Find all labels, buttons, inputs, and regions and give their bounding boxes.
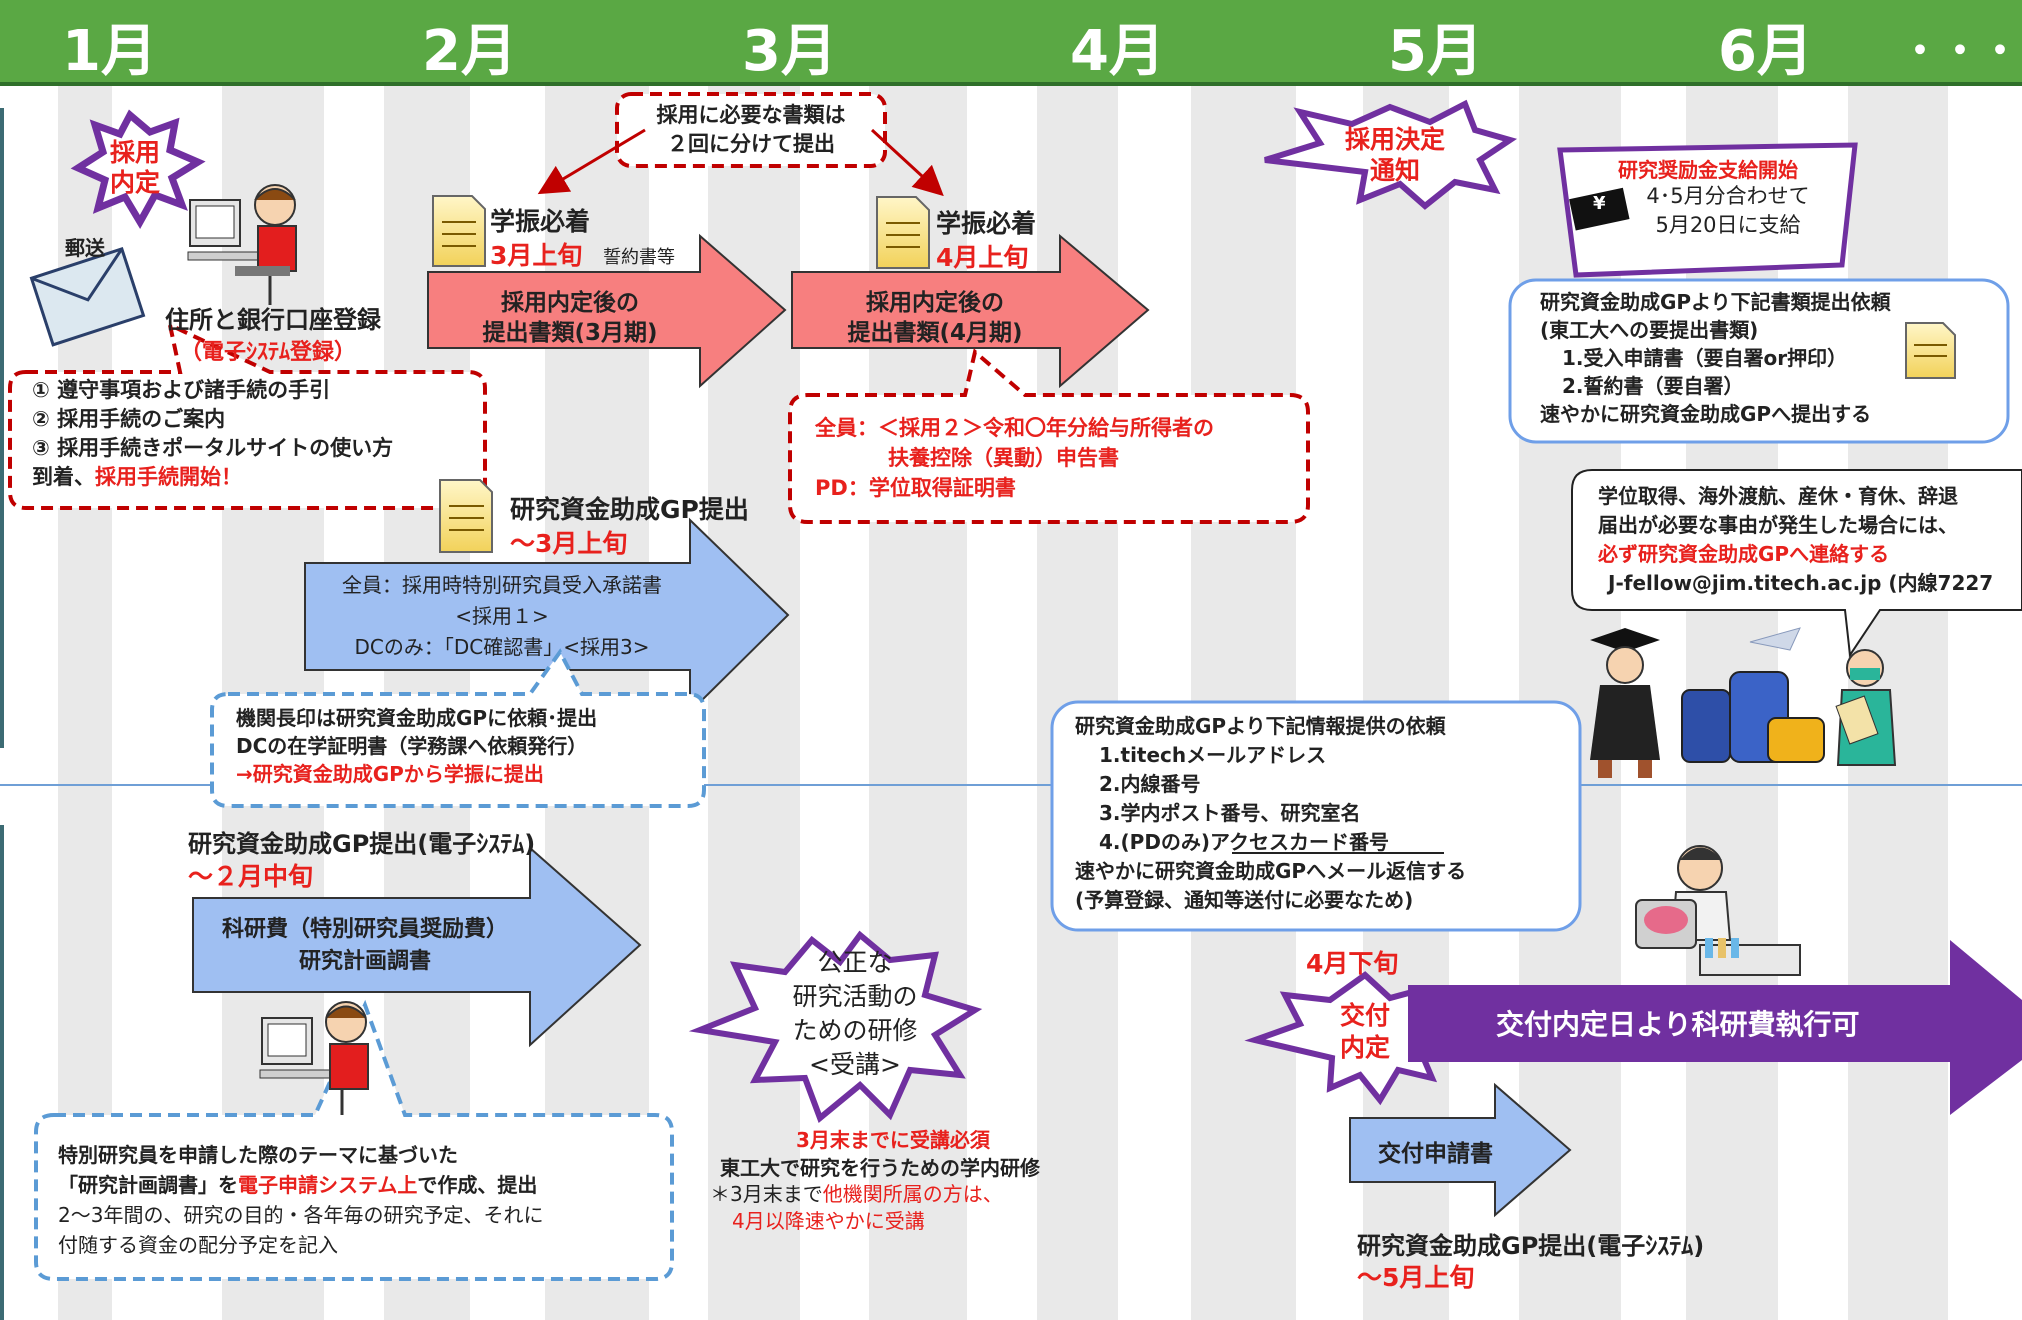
training-required: 3月末までに受講必須 [796, 1128, 990, 1152]
march-docs-arrow [427, 233, 787, 389]
luggage-icon [1681, 627, 1825, 763]
doc-icon-april [876, 196, 930, 269]
april-docs-arrow [791, 233, 1150, 389]
kaken-submit-date: ～２月中旬 [188, 862, 314, 891]
kensyu-burst [688, 930, 983, 1123]
month-label-feb: 2月 [422, 19, 517, 84]
saiyo-kettei-burst [1264, 99, 1518, 210]
plan-text: 特別研究員を申請した際のテーマに基づいた 「研究計画調書」を電子申請システム上で… [58, 1143, 544, 1257]
kaken-label: 科研費（特別研究員奨励費）研究計画調書 [221, 917, 508, 974]
gp-submit-arrow [304, 517, 790, 715]
kofu-execute-label: 交付内定日より科研費執行可 [1496, 1008, 1860, 1041]
stipend-banner [1557, 142, 1858, 278]
researcher-icon [1635, 845, 1801, 976]
kaken-arrow [192, 845, 642, 1048]
month-label-may: 5月 [1388, 19, 1483, 84]
docs-request-text: 研究資金助成GPより下記書類提出依頼 (東工大への要提出書類) 1.受入申請書（… [1540, 290, 1891, 426]
register-title: 住所と銀行口座登録 [165, 306, 381, 334]
april-docs-label: 採用内定後の提出書類(4月期) [847, 290, 1023, 346]
doc-icon-gp [439, 479, 493, 553]
kofu-execute-arrow [1408, 940, 2022, 1115]
training-note: ＊3月末まで他機関所属の方は、 4月以降速やかに受講 [710, 1182, 1003, 1233]
yen-icon: ¥ [1593, 193, 1606, 214]
plan-box [34, 999, 674, 1281]
pd-text: PD：学位取得証明書 [815, 476, 1016, 500]
gp-submit-title: 研究資金助成GP提出 [510, 495, 749, 524]
all-members-text: 全員：＜採用２＞令和〇年分給与所得者の [815, 416, 1214, 440]
kofu-shinsei-label: 交付申請書 [1378, 1141, 1493, 1167]
event-text: 学位取得、海外渡航、産休・育休、辞退 届出が必要な事由が発生した場合には、 必ず… [1598, 484, 1994, 595]
stipend-title: 研究奨励金支給開始 [1618, 158, 1798, 182]
mailing-label: 郵送 [65, 236, 105, 260]
month-label-mar: 3月 [742, 19, 837, 84]
gakushin-march-note: 誓約書等 [603, 247, 675, 268]
saiyo-naitei-burst [70, 109, 206, 229]
saiyo-naitei-text: 採用内定 [109, 138, 160, 197]
mailing-items: ① 遵守事項および諸手続の手引 ② 採用手続のご案内 ③ 採用手続きポータルサイ… [32, 378, 394, 489]
gakushin-march-title: 学振必着 [490, 207, 591, 236]
gp-submit-lines: 全員：採用時特別研究員受入承諾書<採用１>DCのみ：「DC確認書」<採用3> [342, 573, 662, 659]
nurse-icon [1835, 649, 1897, 766]
march-docs-label: 採用内定後の提出書類(3月期) [482, 290, 658, 346]
gakushin-march-date: 3月上旬 [490, 241, 583, 270]
info-request-box [1050, 700, 1582, 932]
kofu-submit-title: 研究資金助成GP提出(電子ｼｽﾃﾑ) [1357, 1232, 1705, 1260]
kofu-naitei-text: 交付内定 [1339, 1001, 1390, 1062]
gp-submit-date: ～3月上旬 [510, 529, 628, 558]
seal-box [210, 648, 706, 808]
month-label-jan: 1月 [62, 19, 157, 84]
month-label-apr: 4月 [1070, 19, 1165, 84]
kofu-submit-date: ～5月上旬 [1357, 1263, 1475, 1292]
docs-request-box [1508, 278, 2010, 444]
person-computer-icon-bottom [259, 1001, 369, 1115]
all-members-box [788, 348, 1310, 524]
doc-icon-march [432, 195, 486, 267]
all-members-text-2: 扶養控除（異動）申告書 [888, 446, 1119, 470]
kaken-submit-title: 研究資金助成GP提出(電子ｼｽﾃﾑ) [188, 830, 536, 858]
month-header-bar [0, 0, 2022, 82]
graduate-icon [1590, 628, 1660, 778]
seal-text: 機関長印は研究資金助成GPに依頼･提出 DCの在学証明書（学務課へ依頼発行） →… [236, 706, 598, 786]
docs-two-times-box [615, 92, 887, 168]
gakushin-april-title: 学振必着 [936, 209, 1037, 238]
training-line: 東工大で研究を行うための学内研修 [720, 1156, 1040, 1180]
envelope-icon [29, 246, 146, 347]
info-request-text: 研究資金助成GPより下記情報提供の依頼 1.titechメールアドレス 2.内線… [1075, 714, 1467, 912]
saiyo-kettei-text: 採用決定通知 [1344, 125, 1445, 185]
event-bubble [1571, 469, 2022, 658]
kofu-shinsei-arrow [1349, 1082, 1572, 1218]
month-label-more: ・・・ [1900, 28, 2020, 74]
person-computer-icon-top [187, 184, 297, 305]
gakushin-april-date: 4月上旬 [936, 243, 1029, 272]
register-sub: （電子ｼｽﾃﾑ登録） [180, 340, 357, 365]
kofu-date: 4月下旬 [1306, 949, 1399, 978]
kensyu-text: 公正な研究活動のための研修<受講> [792, 948, 918, 1079]
wallet-icon [1569, 187, 1630, 231]
month-label-jun: 6月 [1718, 19, 1813, 84]
doc-icon-request [1905, 322, 1956, 379]
